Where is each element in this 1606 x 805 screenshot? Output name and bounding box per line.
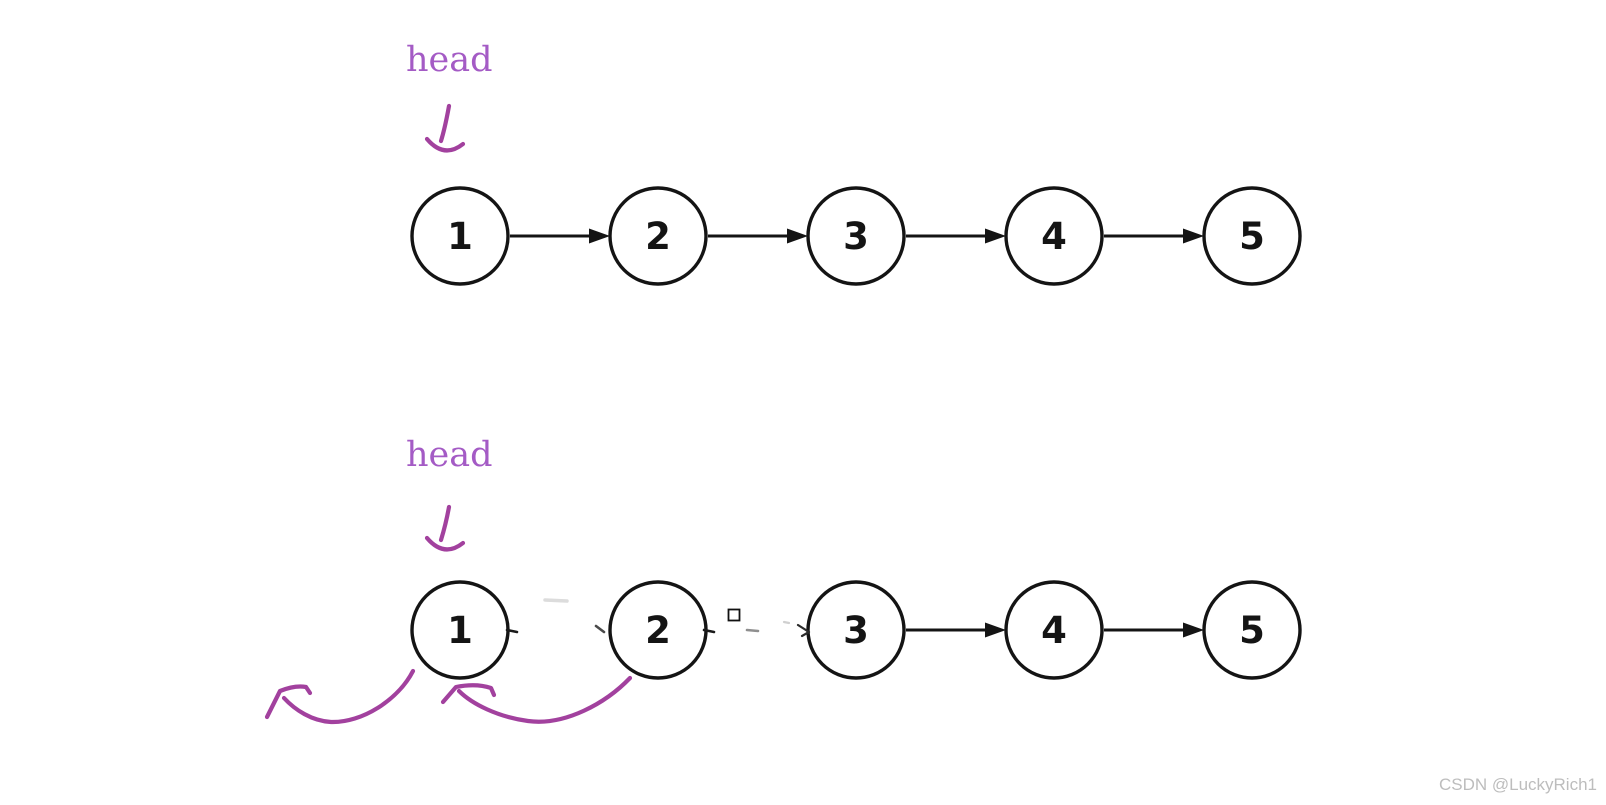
node-bottom-5: 5	[1202, 580, 1302, 680]
link-arrow-top-3-4	[906, 228, 1006, 244]
remnant-tick-node2-edge	[702, 628, 716, 634]
node-value: 5	[1239, 215, 1265, 258]
reversal-arrow-1-to-left	[264, 668, 416, 725]
node-top-5: 5	[1202, 186, 1302, 286]
remnant-faint-dash	[543, 598, 569, 603]
link-arrow-top-1-2	[510, 228, 610, 244]
link-arrowhead	[985, 622, 1006, 638]
selection-handle-square	[727, 608, 741, 622]
node-value: 3	[843, 215, 869, 258]
node-top-3: 3	[806, 186, 906, 286]
node-value: 4	[1041, 609, 1067, 652]
reversal-arrow-2-to-1	[440, 675, 633, 724]
arrow-stem	[438, 504, 452, 543]
arrow-body	[456, 675, 633, 724]
node-value: 1	[447, 215, 473, 258]
node-value: 5	[1239, 609, 1265, 652]
link-arrow-top-2-3	[708, 228, 808, 244]
link-arrow-bottom-3-4	[906, 622, 1006, 638]
head-pointer-arrow-top	[424, 103, 466, 153]
head-label-top: head	[406, 40, 493, 80]
link-arrow-top-4-5	[1104, 228, 1204, 244]
arrow-head-curve	[424, 535, 466, 552]
link-arrowhead	[589, 228, 610, 244]
node-bottom-3: 3	[806, 580, 906, 680]
link-arrowhead	[985, 228, 1006, 244]
csdn-watermark: CSDN @LuckyRich1	[1439, 775, 1597, 794]
arrow-body	[281, 668, 416, 725]
link-arrowhead	[1183, 622, 1204, 638]
node-bottom-4: 4	[1004, 580, 1104, 680]
linked-list-bottom: head 1 2 3 4 5	[264, 435, 1302, 725]
remnant-gray-dash	[745, 628, 760, 633]
node-top-1: 1	[410, 186, 510, 286]
arrow-head-sketch	[440, 683, 497, 705]
remnant-dark-dash	[594, 624, 606, 634]
arrow-stem	[438, 103, 452, 144]
node-value: 1	[447, 609, 473, 652]
node-bottom-1: 1	[410, 580, 510, 680]
node-value: 4	[1041, 215, 1067, 258]
remnant-arrowhead-node3-edge	[796, 623, 811, 638]
node-top-4: 4	[1004, 186, 1104, 286]
head-label-bottom: head	[406, 435, 493, 475]
arrow-head-sketch	[264, 684, 313, 720]
node-value: 2	[645, 215, 671, 258]
remnant-faint-dot	[782, 620, 791, 625]
node-bottom-2: 2	[608, 580, 708, 680]
node-value: 2	[645, 609, 671, 652]
arrow-head-curve	[424, 136, 466, 153]
node-value: 3	[843, 609, 869, 652]
erased-link-remnants	[505, 598, 811, 638]
node-circle	[806, 580, 906, 680]
head-pointer-arrow-bottom	[424, 504, 466, 552]
link-arrowhead	[1183, 228, 1204, 244]
linked-list-top: head 1 2 3 4 5	[406, 40, 1302, 286]
node-top-2: 2	[608, 186, 708, 286]
node-circle	[410, 186, 510, 286]
link-arrowhead	[787, 228, 808, 244]
link-arrow-bottom-4-5	[1104, 622, 1204, 638]
remnant-tick-node1-edge	[505, 628, 519, 634]
